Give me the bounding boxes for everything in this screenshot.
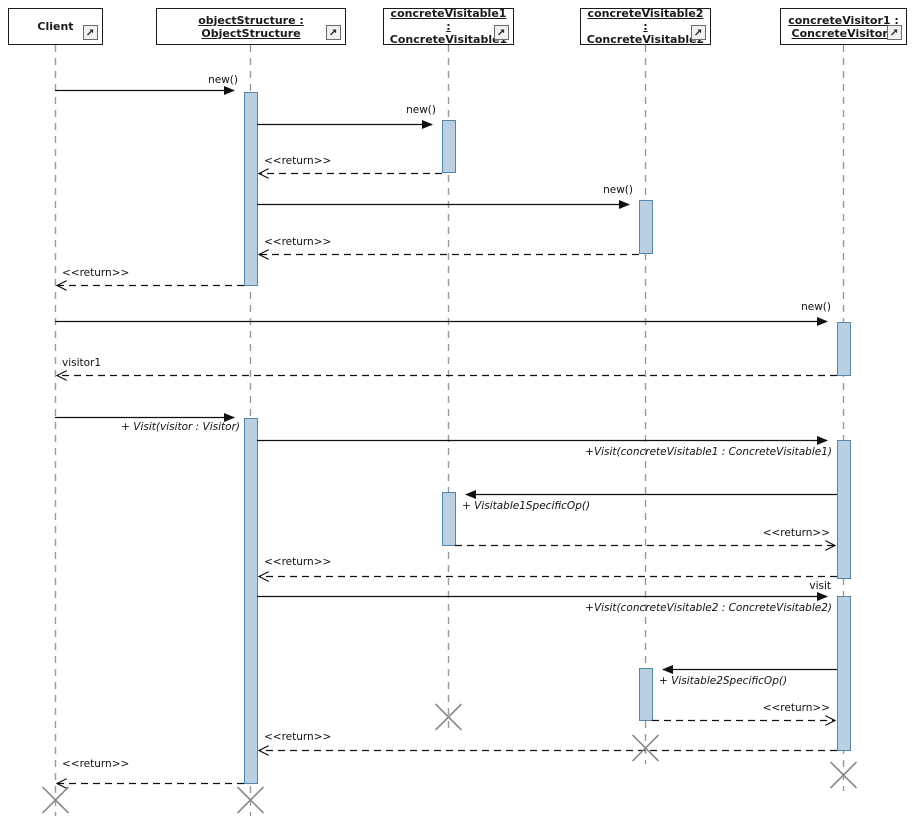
destroy-stroke	[236, 786, 265, 814]
lifeline-header-concreteVisitor1[interactable]: concreteVisitor1 : ConcreteVisitor1	[780, 8, 907, 45]
message-label-m7: new()	[801, 301, 831, 313]
open-in-new-icon[interactable]	[494, 25, 509, 40]
destruction-marks-group	[41, 703, 858, 814]
message-label-m14: visit	[809, 580, 831, 592]
activation-bar-act-cv2-2	[639, 668, 653, 721]
activation-bar-act-cv1-1	[442, 120, 456, 173]
destroy-mark-objectStructure	[236, 786, 265, 814]
activation-bar-act-cv1-2	[442, 492, 456, 546]
message-label-m8: visitor1	[62, 357, 102, 369]
open-in-new-icon[interactable]	[691, 25, 706, 40]
message-label-m13: <<return>>	[264, 556, 332, 568]
message-label-m5: <<return>>	[264, 236, 332, 248]
open-in-new-icon[interactable]	[887, 25, 902, 40]
lifeline-header-concreteVisitable2[interactable]: concreteVisitable2 : ConcreteVisitable2	[580, 7, 711, 46]
activation-bar-act-os-1	[244, 92, 258, 286]
message-label-m3: <<return>>	[264, 155, 332, 167]
destroy-stroke	[829, 761, 858, 789]
open-in-new-icon[interactable]	[326, 25, 341, 40]
lifeline-header-label: objectStructure : ObjectStructure	[198, 13, 304, 40]
message-label-m17: <<return>>	[762, 702, 830, 714]
lifeline-header-label: concreteVisitable2 : ConcreteVisitable2	[586, 7, 705, 46]
destroy-mark-concreteVisitor1	[829, 761, 858, 789]
message-label-m10: +Visit(concreteVisitable1 : ConcreteVisi…	[585, 446, 832, 458]
message-label-m9: + Visit(visitor : Visitor)	[121, 421, 240, 433]
lifeline-header-client[interactable]: Client	[8, 8, 103, 45]
activation-bars-group	[244, 92, 851, 784]
open-in-new-icon[interactable]	[83, 25, 98, 40]
lifeline-header-objectStructure[interactable]: objectStructure : ObjectStructure	[156, 8, 346, 45]
destroy-stroke	[631, 734, 660, 762]
message-label-m19: <<return>>	[62, 758, 130, 770]
message-label-m2: new()	[406, 104, 436, 116]
message-label-m1: new()	[208, 74, 238, 86]
message-label-m4: new()	[603, 184, 633, 196]
lifeline-header-label: concreteVisitor1 : ConcreteVisitor1	[788, 13, 899, 40]
activation-bar-act-cv2-1	[639, 200, 653, 254]
message-label-m18: <<return>>	[264, 731, 332, 743]
activation-bar-act-vis-3	[837, 596, 851, 751]
activation-bar-act-vis-1	[837, 322, 851, 376]
message-label-m15: +Visit(concreteVisitable2 : ConcreteVisi…	[585, 602, 832, 614]
lifeline-header-concreteVisitable1[interactable]: concreteVisitable1 : ConcreteVisitable1	[383, 7, 514, 46]
activation-bar-act-vis-2	[837, 440, 851, 579]
message-label-m6: <<return>>	[62, 267, 130, 279]
activation-bar-act-os-2	[244, 418, 258, 784]
destroy-mark-client	[41, 786, 70, 814]
destroy-stroke	[41, 786, 70, 814]
message-label-m11: + Visitable1SpecificOp()	[462, 500, 591, 512]
lifeline-header-label: Client	[37, 20, 74, 33]
message-arrows-group	[55, 86, 837, 784]
destroy-stroke	[434, 703, 463, 731]
message-label-m12: <<return>>	[762, 527, 830, 539]
destroy-mark-concreteVisitable2	[631, 734, 660, 762]
lifeline-header-label: concreteVisitable1 : ConcreteVisitable1	[389, 7, 508, 46]
destroy-mark-concreteVisitable1	[434, 703, 463, 731]
message-label-m16: + Visitable2SpecificOp()	[659, 675, 788, 687]
